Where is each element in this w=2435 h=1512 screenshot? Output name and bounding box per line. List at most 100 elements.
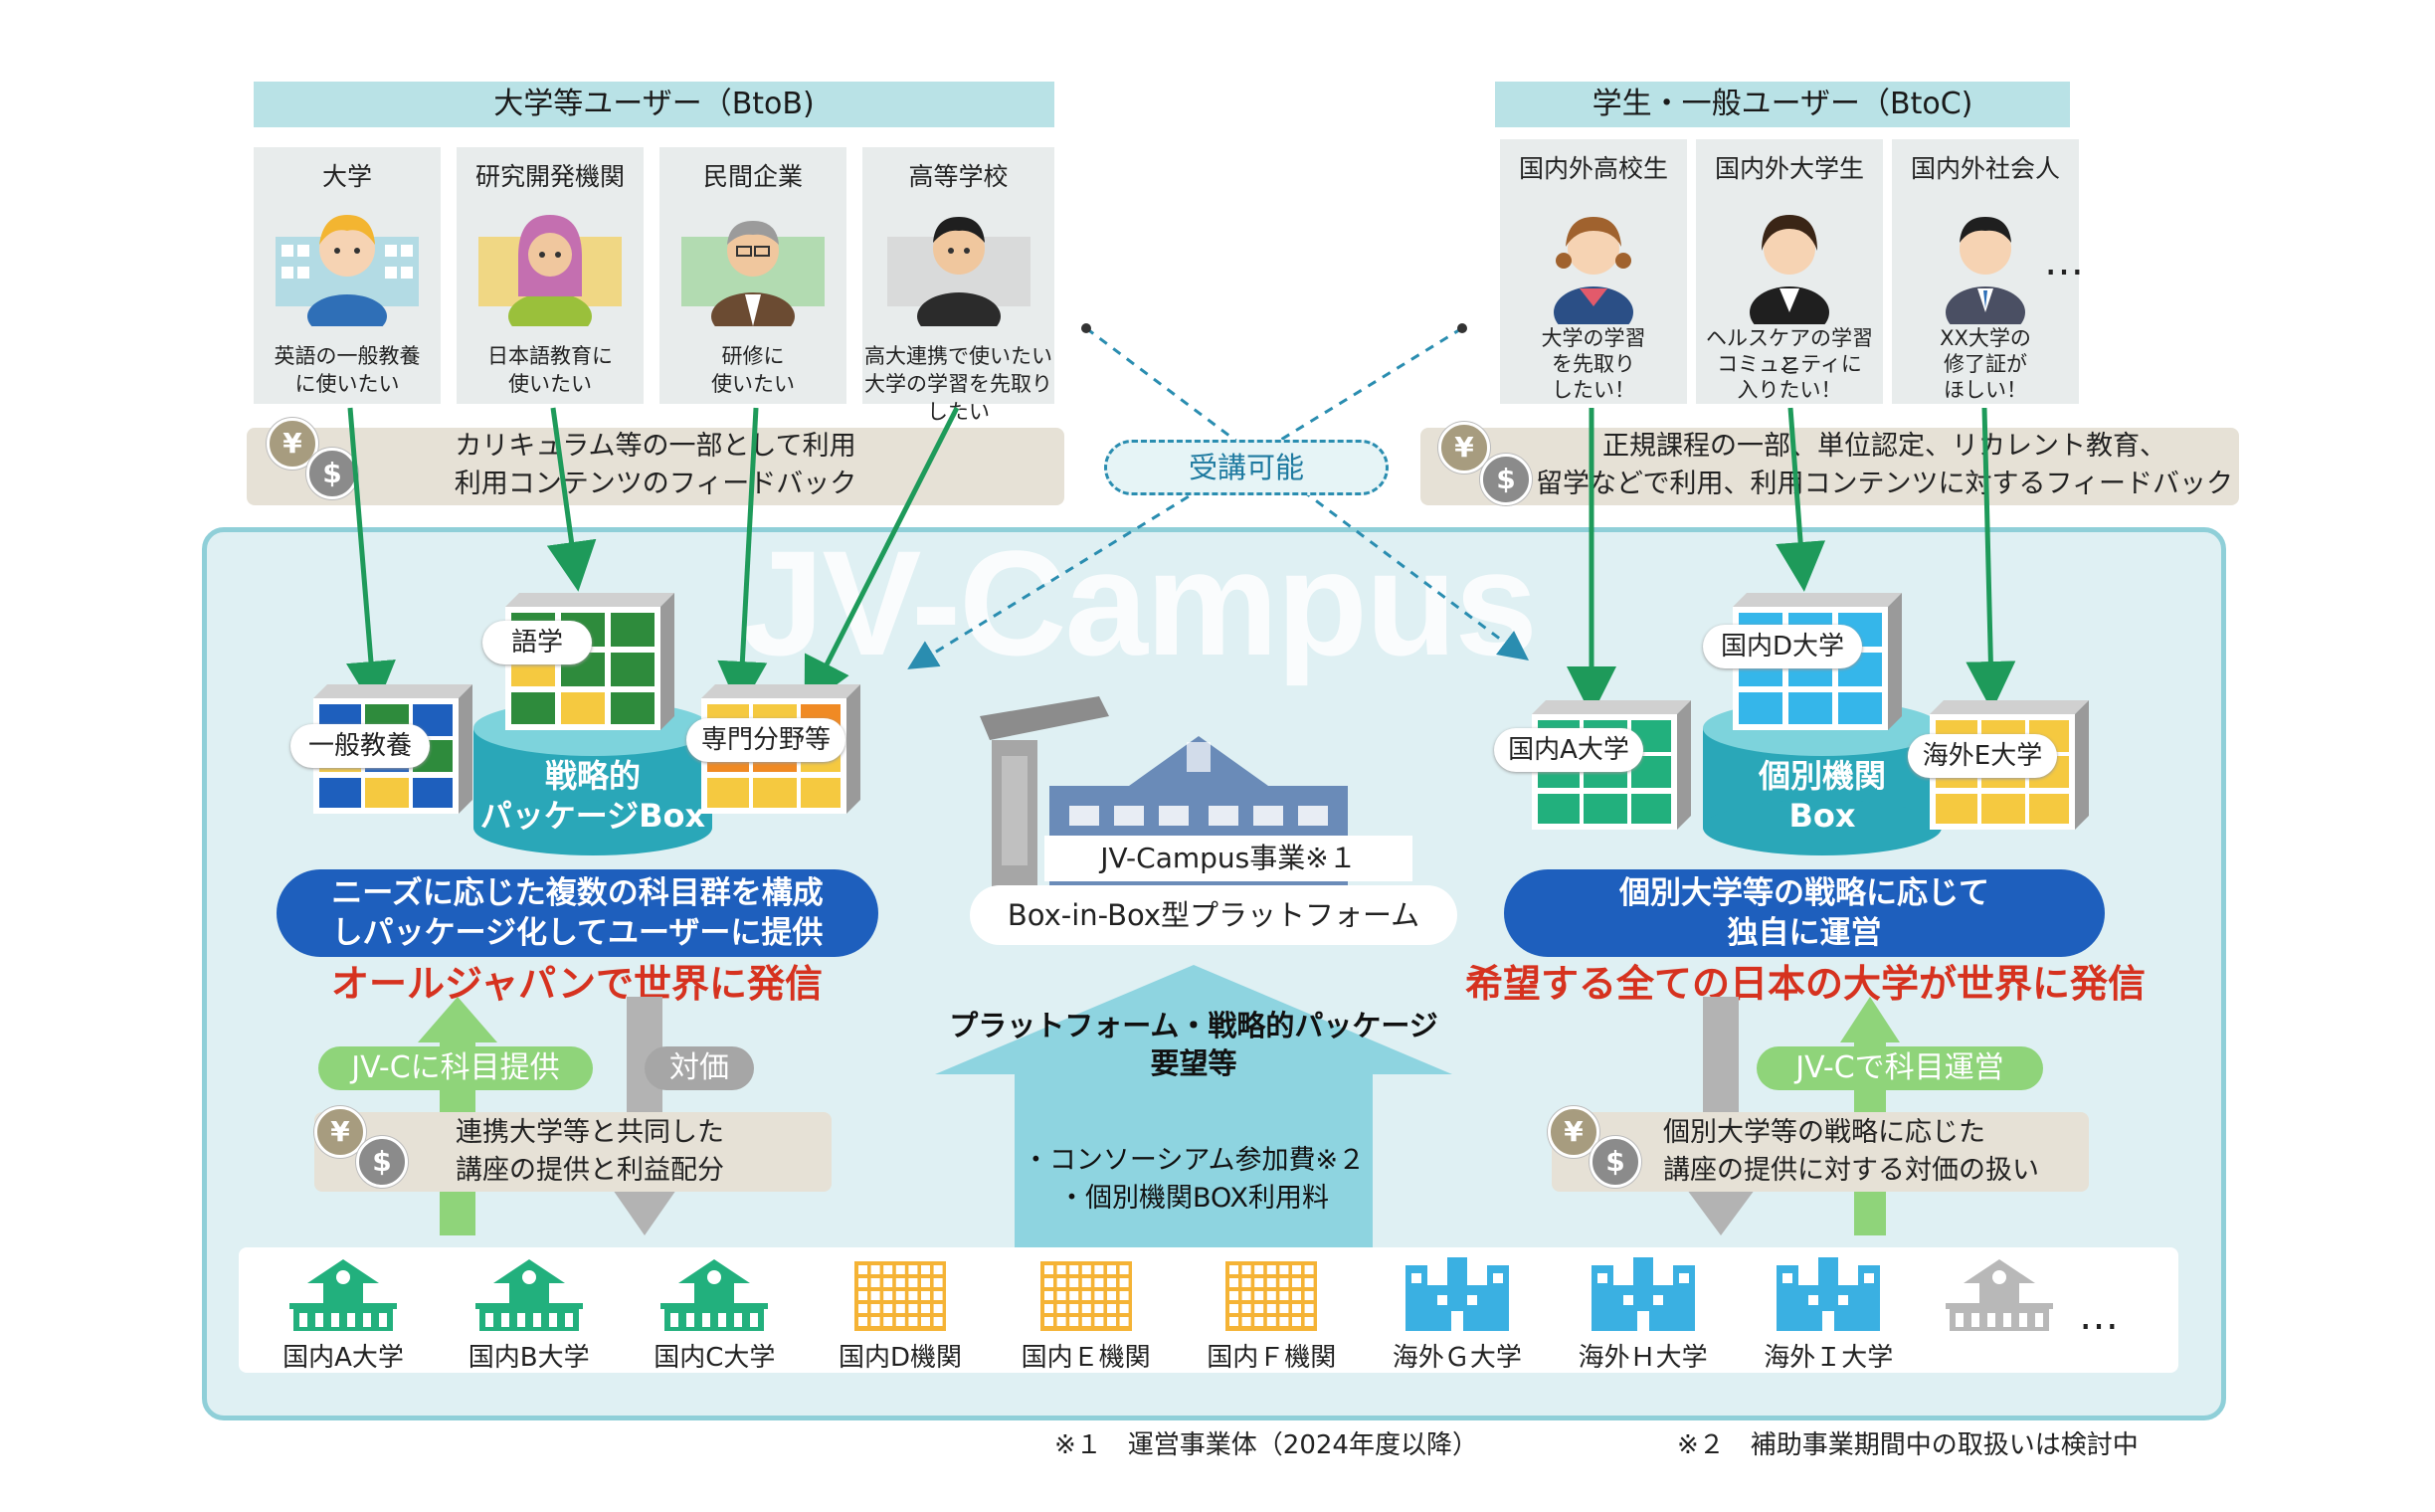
user-title: 大学 <box>321 162 372 191</box>
user-text-line: に使いたい <box>294 372 400 396</box>
yen-coin-icon: ¥ <box>1438 422 1490 473</box>
band-line: カリキュラム等の一部として利用 <box>455 431 856 462</box>
institution-label: 海外Ｈ大学 <box>1578 1343 1708 1373</box>
left-blue-pill: ニーズに応じた複数の科目群を構成 しパッケージ化してユーザーに提供 <box>277 869 878 957</box>
right-red-message: 希望する全ての日本の大学が世界に発信 <box>1464 962 2146 1006</box>
institution-label: 海外Ｉ大学 <box>1764 1343 1894 1373</box>
user-text-line: 研修に <box>721 344 785 368</box>
left-green-pill: JV-Cに科目提供 <box>318 1046 593 1090</box>
right-consideration-band: 個別大学等の戦略に応じた 講座の提供に対する対価の扱い <box>1552 1112 2089 1192</box>
pill-line: 独自に運営 <box>1727 915 1882 951</box>
office-building-icon <box>1225 1261 1318 1331</box>
dollar-coin-icon: $ <box>306 448 358 499</box>
office-building-icon <box>853 1261 946 1331</box>
user-text-line: 高大連携で使いたい <box>864 344 1052 368</box>
flow-arrow <box>346 407 396 711</box>
person-blonde-man-icon <box>276 215 419 338</box>
dollar-coin-icon: $ <box>356 1136 408 1188</box>
cylinder-label: 個別機関 Box <box>1703 756 1942 836</box>
box-label-language: 語学 <box>482 621 592 664</box>
band-line: 連携大学等と共同した <box>456 1117 724 1148</box>
band-line: 正規課程の一部、単位認定、リカレント教育、 <box>1602 431 2166 462</box>
institution-label: 国内C大学 <box>654 1343 776 1373</box>
btoc-usage-band: 正規課程の一部、単位認定、リカレント教育、 留学などで利用、利用コンテンツに対す… <box>1420 428 2239 505</box>
btob-usage-band: カリキュラム等の一部として利用 利用コンテンツのフィードバック <box>247 428 1064 505</box>
flow-arrow <box>1966 407 2016 711</box>
band-line: 利用コンテンツのフィードバック <box>454 469 857 499</box>
school-building-icon <box>289 1259 397 1331</box>
institution-item: 国内A大学 <box>259 1255 428 1373</box>
institution-item: 国内Ｅ機関 <box>1002 1255 1171 1373</box>
user-text-line: 使いたい <box>711 372 795 396</box>
institution-label: 国内B大学 <box>468 1343 590 1373</box>
institution-item: 国内C大学 <box>630 1255 799 1373</box>
central-fees: ・コンソーシアム参加費※２ ・個別機関BOX利用料 <box>935 1142 1452 1218</box>
institutions-row: 国内A大学国内B大学国内C大学国内D機関国内Ｅ機関国内Ｆ機関海外Ｇ大学海外Ｈ大学… <box>259 1255 2069 1373</box>
footnote-2: ※２ 補助事業期間中の取扱いは検討中 <box>1677 1430 2139 1460</box>
right-green-pill: JV-Cで科目運営 <box>1757 1046 2043 1090</box>
band-line: 講座の提供に対する対価の扱い <box>1663 1155 2039 1186</box>
institutions-ellipsis: … <box>2079 1293 2119 1339</box>
btob-header: 大学等ユーザー（BtoB) <box>254 82 1054 127</box>
cylinder-label-line: パッケージBox <box>479 797 706 835</box>
user-card-company: 民間企業 研修に 使いたい <box>659 147 846 404</box>
user-text-line: コミュニティに <box>1717 352 1862 376</box>
platform-pill: Box-in-Box型プラットフォーム <box>970 885 1457 945</box>
school-building-icon <box>660 1259 769 1331</box>
office-building-icon <box>1039 1261 1132 1331</box>
box-label-special: 専門分野等 <box>686 718 845 762</box>
user-text-line: したい！ <box>1552 378 1635 402</box>
flow-arrow <box>1776 407 1826 592</box>
yen-coin-icon: ¥ <box>267 418 318 470</box>
user-title: 国内外高校生 <box>1518 154 1668 183</box>
user-text-line: XX大学の <box>1940 326 2031 350</box>
btoc-header: 学生・一般ユーザー（BtoC) <box>1495 82 2070 127</box>
user-text-line: 修了証が <box>1944 352 2027 376</box>
user-title: 国内外大学生 <box>1714 154 1864 183</box>
strategic-package-cylinder <box>473 700 712 855</box>
band-line: 講座の提供と利益配分 <box>456 1155 724 1186</box>
flow-arrow <box>804 406 960 709</box>
yen-coin-icon: ¥ <box>314 1106 366 1158</box>
castle-building-icon <box>1405 1257 1509 1331</box>
user-card-university-student: 国内外大学生 ヘルスケアの学習と コミュニティに 入りたい！ <box>1696 139 1883 404</box>
person-student-boy-icon <box>886 217 1030 340</box>
dollar-coin-icon: $ <box>1590 1136 1641 1188</box>
fee-line: ・個別機関BOX利用料 <box>1057 1183 1330 1214</box>
institution-item: 国内Ｆ機関 <box>1187 1255 1356 1373</box>
band-line: 個別大学等の戦略に応じた <box>1663 1117 1985 1148</box>
flow-arrow <box>717 407 768 711</box>
cross-label-available: 受講可能 <box>1104 440 1389 495</box>
institution-item: 海外Ｇ大学 <box>1373 1255 1542 1373</box>
footnote-1: ※１ 運営事業体（2024年度以降） <box>1054 1430 1478 1460</box>
institution-label: 国内Ｆ機関 <box>1207 1343 1337 1373</box>
school-building-icon <box>1945 1259 2053 1331</box>
school-building-icon <box>474 1259 583 1331</box>
right-blue-pill: 個別大学等の戦略に応じて 独自に運営 <box>1504 869 2105 957</box>
user-card-research: 研究開発機関 日本語教育に 使いたい <box>457 147 644 404</box>
fee-line: ・コンソーシアム参加費※２ <box>1022 1145 1366 1176</box>
left-red-message: オールジャパンで世界に発信 <box>249 953 905 1008</box>
castle-building-icon <box>1591 1257 1695 1331</box>
cylinder-label: 戦略的 パッケージBox <box>473 756 712 836</box>
left-gray-pill: 対価 <box>645 1046 754 1090</box>
dollar-coin-icon: $ <box>1480 454 1532 505</box>
user-card-university: 大学 英語の一般教養 に使いたい <box>254 147 441 404</box>
user-title: 民間企業 <box>702 162 803 191</box>
institution-item <box>1930 1255 2069 1371</box>
box-label-overseas-e: 海外E大学 <box>1908 734 2057 778</box>
central-arrow-label: プラットフォーム・戦略的パッケージ 要望等 <box>935 1007 1452 1082</box>
box-label-general: 一般教養 <box>290 724 430 768</box>
castle-building-icon <box>1777 1257 1881 1331</box>
cylinder-label-line: 戦略的 <box>544 757 641 795</box>
user-card-highschool-student: 国内外高校生 大学の学習 を先取り したい！ <box>1500 139 1687 404</box>
institution-item: 国内B大学 <box>445 1255 614 1373</box>
box-label-domestic-d: 国内D大学 <box>1703 625 1862 668</box>
user-text-line: 大学の学習を先取りしたい <box>864 372 1052 424</box>
user-text-line: を先取り <box>1552 352 1635 376</box>
cross-dashed-arrow <box>907 326 1463 669</box>
arrow-label-line: プラットフォーム・戦略的パッケージ <box>949 1009 1438 1042</box>
red-accent: オールジャパン <box>330 962 596 1006</box>
btoc-ellipsis: … <box>2044 239 2084 284</box>
